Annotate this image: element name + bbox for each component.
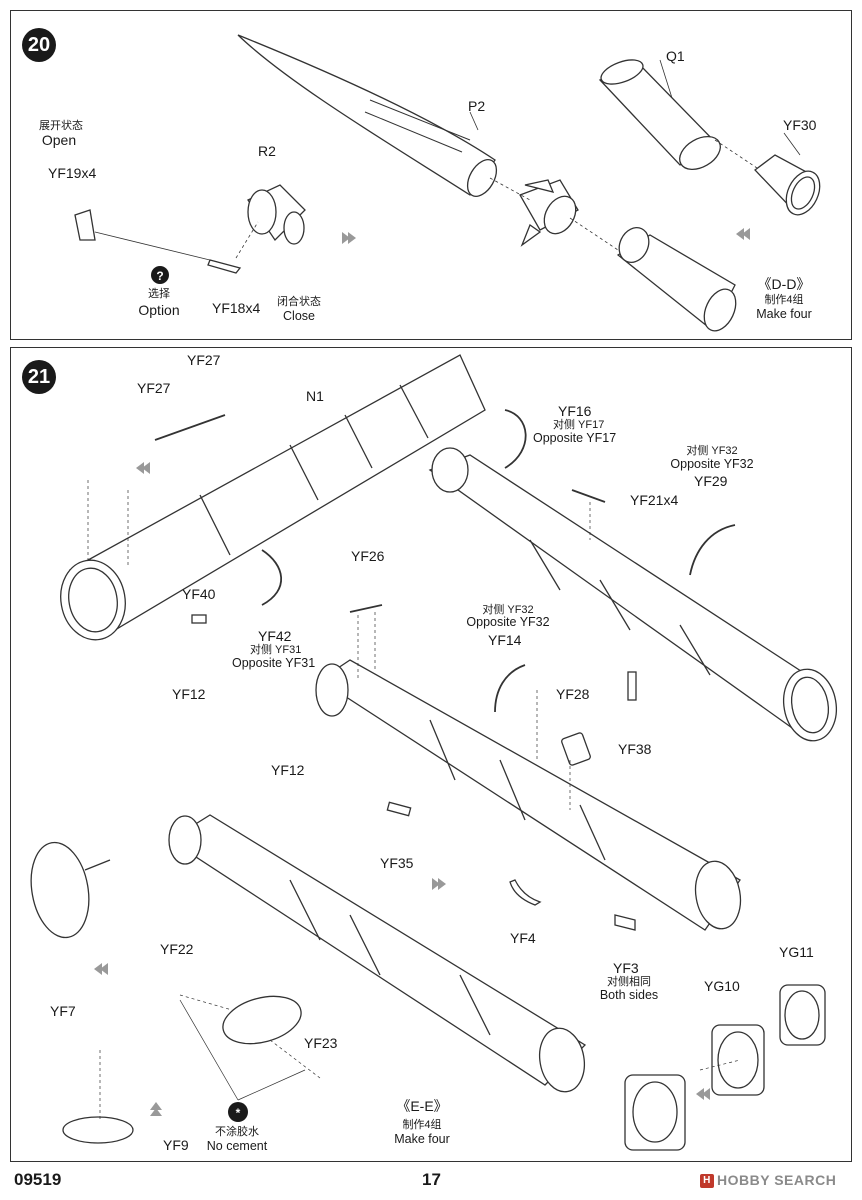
- label-dd-make-cn: 制作4组: [764, 294, 804, 306]
- label-yf42-opp: Opposite YF31: [232, 656, 316, 670]
- label-open: Open: [41, 132, 77, 148]
- label-yf18: YF18x4: [212, 300, 261, 316]
- disc-yf23: [222, 995, 302, 1045]
- arrow-up-icon: [150, 1102, 162, 1116]
- label-yf19: YF19x4: [48, 165, 97, 181]
- label-yf7: YF7: [50, 1003, 76, 1019]
- label-yf4: YF4: [510, 930, 536, 946]
- label-option-cn: 选择: [148, 288, 170, 300]
- label-yf42-opp-cn: 对侧 YF31: [250, 644, 302, 656]
- label-dd: 《D-D》: [757, 276, 811, 292]
- label-ee-make-cn: 制作4组: [402, 1119, 442, 1131]
- base-disc-yf9: [62, 1116, 134, 1144]
- label-yf9: YF9: [163, 1137, 189, 1153]
- label-close-cn: 闭合状态: [277, 296, 321, 308]
- svg-text:?: ?: [156, 269, 163, 283]
- label-yf27-top: YF27: [187, 352, 221, 368]
- bracket-yf42: [261, 549, 283, 606]
- part-yf40: [191, 614, 207, 624]
- part-yf38: [627, 671, 637, 701]
- label-r2: R2: [258, 143, 276, 159]
- label-yg10: YG10: [704, 978, 740, 994]
- arrow-right-icon: [342, 232, 356, 244]
- label-yf14-opp: Opposite YF32: [466, 615, 550, 629]
- label-yf3-both: Both sides: [599, 988, 659, 1002]
- label-close: Close: [283, 309, 315, 323]
- tube-middle: [318, 659, 741, 931]
- step-21-panel: [10, 347, 852, 1162]
- label-yf35: YF35: [380, 855, 414, 871]
- tube-bottom: [168, 814, 587, 1086]
- tube-n1: [69, 354, 486, 631]
- label-n1: N1: [306, 388, 324, 404]
- label-dd-make: Make four: [756, 307, 812, 321]
- label-yf14-opp-cn: 对侧 YF32: [482, 604, 534, 616]
- label-yf40: YF40: [182, 586, 216, 602]
- svg-text:*: *: [236, 1106, 241, 1120]
- bracket-yf26: [349, 604, 383, 613]
- hobby-search-logo-icon: H: [700, 1174, 714, 1189]
- label-yf28: YF28: [556, 686, 590, 702]
- label-ee-make: Make four: [394, 1132, 450, 1146]
- label-yf22: YF22: [160, 941, 194, 957]
- label-p2: P2: [468, 98, 486, 114]
- label-yf26: YF26: [351, 548, 385, 564]
- label-q1: Q1: [666, 48, 685, 64]
- label-yf16: YF16: [558, 403, 592, 419]
- label-yf12-left: YF12: [172, 686, 206, 702]
- label-yf23: YF23: [304, 1035, 338, 1051]
- part-yf35: [386, 801, 412, 817]
- option-badge-icon: [151, 266, 169, 284]
- step-20-drawing: ?: [74, 34, 821, 332]
- label-option: Option: [138, 302, 180, 318]
- part-yf18: [207, 259, 242, 274]
- label-yf3-both-cn: 对侧相同: [607, 976, 651, 988]
- hatch-cover: [30, 841, 90, 939]
- label-yf42: YF42: [258, 628, 292, 644]
- label-yf16-opp: Opposite YF17: [533, 431, 617, 445]
- label-yg11: YG11: [779, 944, 814, 960]
- label-yf29: YF29: [694, 473, 728, 489]
- part-yf28: [561, 732, 591, 766]
- no-cement-badge-icon: [228, 1102, 248, 1122]
- bracket-yf21: [571, 489, 606, 503]
- watermark-text: HOBBY SEARCH: [717, 1172, 837, 1188]
- arrow-right-icon: [432, 878, 446, 890]
- bracket-yf14: [494, 664, 526, 713]
- label-yf38: YF38: [618, 741, 652, 757]
- label-yf32-opp: Opposite YF32: [670, 457, 754, 471]
- bracket-yf16: [504, 409, 527, 469]
- part-yf3: [614, 914, 636, 931]
- arrow-left-icon: [736, 228, 750, 240]
- label-nocement-cn: 不涂胶水: [215, 1126, 259, 1138]
- label-yf27-left: YF27: [137, 380, 171, 396]
- bracket-yf29: [689, 524, 736, 576]
- arrow-left-icon: [136, 462, 150, 474]
- part-yf19: [74, 209, 96, 241]
- label-ee: 《E-E》: [396, 1098, 448, 1114]
- label-yf12-mid: YF12: [271, 762, 305, 778]
- label-open-cn: 展开状态: [39, 120, 83, 132]
- label-yf16-opp-cn: 对侧 YF17: [553, 419, 605, 431]
- label-nocement: No cement: [206, 1139, 268, 1153]
- label-yf21: YF21x4: [630, 492, 679, 508]
- step-21-drawing: *: [30, 354, 838, 1151]
- label-yf14: YF14: [488, 632, 522, 648]
- label-yf30: YF30: [783, 117, 817, 133]
- bracket-yf27: [154, 414, 226, 441]
- part-yf4: [509, 879, 542, 906]
- product-code: 09519: [14, 1170, 62, 1189]
- step-21-badge: 21: [22, 360, 56, 394]
- label-yf3: YF3: [613, 960, 639, 976]
- arrow-left-icon: [696, 1088, 710, 1100]
- step-20-badge: 20: [22, 28, 56, 62]
- page-number: 17: [422, 1170, 441, 1189]
- arrow-left-icon: [94, 963, 108, 975]
- label-yf32-opp-cn: 对侧 YF32: [686, 445, 738, 457]
